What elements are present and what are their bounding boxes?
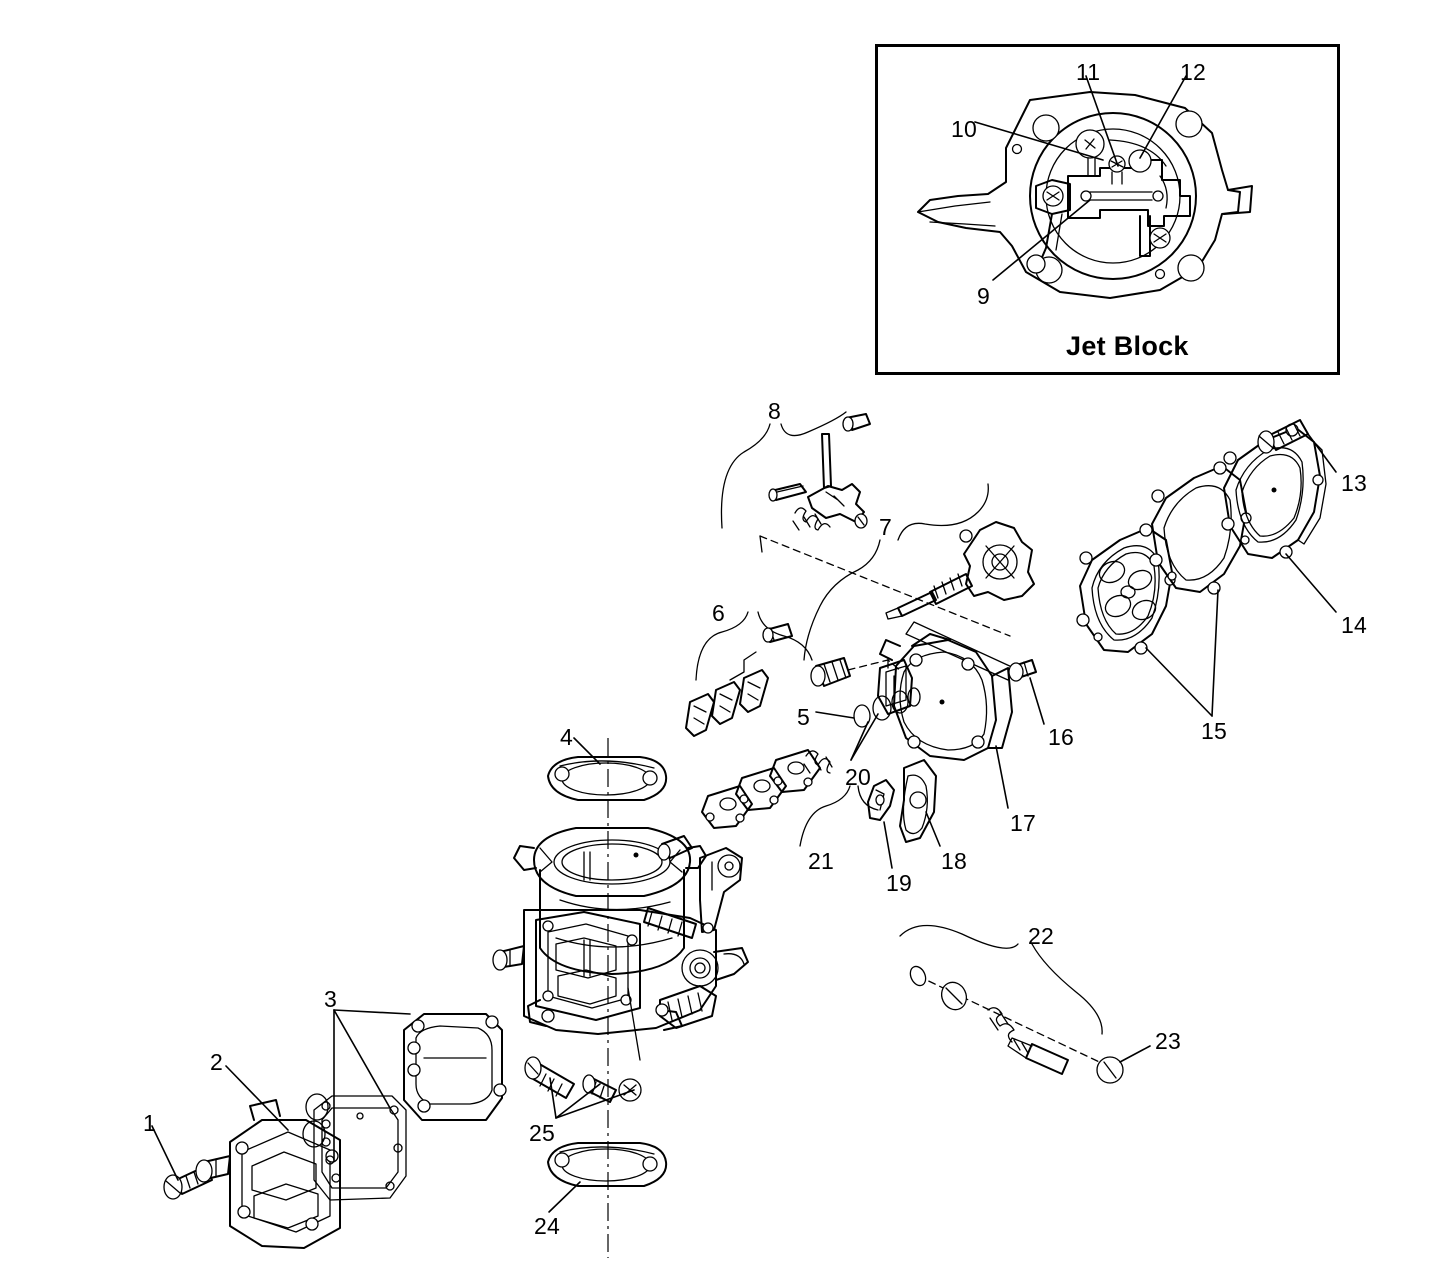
callout-2: 2	[210, 1049, 223, 1075]
callout-6: 6	[712, 600, 725, 626]
callout-3: 3	[324, 986, 337, 1012]
part-group-6-art	[685, 611, 813, 737]
part-group-25-art	[524, 1056, 642, 1119]
callout-11: 11	[1076, 59, 1101, 85]
callout-24: 24	[534, 1213, 560, 1239]
callout-21: 21	[808, 848, 834, 874]
callout-9: 9	[977, 283, 990, 309]
callout-23: 23	[1155, 1028, 1181, 1054]
part-group-7-art	[803, 483, 1035, 681]
callout-13: 13	[1341, 470, 1367, 496]
part-group-21-art	[701, 749, 879, 847]
part-group-5-20-art	[810, 657, 921, 728]
part-24-art	[547, 1142, 668, 1213]
callout-25: 25	[529, 1120, 555, 1146]
callout-18: 18	[941, 848, 967, 874]
carburetor-body-art	[492, 738, 749, 1258]
callout-4: 4	[560, 724, 573, 750]
callout-17: 17	[1010, 810, 1036, 836]
callout-1: 1	[143, 1110, 156, 1136]
callout-5: 5	[797, 704, 810, 730]
pump-cover-art	[815, 633, 1045, 869]
jet-block-detail-art	[917, 75, 1253, 299]
callout-15: 15	[1201, 718, 1227, 744]
callout-16: 16	[1048, 724, 1074, 750]
callout-19: 19	[886, 870, 912, 896]
callout-12: 12	[1180, 59, 1206, 85]
callout-7: 7	[879, 514, 892, 540]
callout-20: 20	[845, 764, 871, 790]
misc-leaders	[573, 737, 601, 765]
jet-block-inset-frame	[875, 44, 1340, 375]
part-group-8-art	[720, 411, 1011, 637]
callout-10: 10	[951, 116, 977, 142]
jet-block-caption: Jet Block	[1066, 331, 1189, 361]
callout-8: 8	[768, 398, 781, 424]
callout-14: 14	[1341, 612, 1367, 638]
gasket-stack-art	[1076, 419, 1337, 717]
fuel-pump-art	[151, 1009, 507, 1249]
needle-valve-art	[899, 924, 1151, 1084]
callout-22: 22	[1028, 923, 1054, 949]
